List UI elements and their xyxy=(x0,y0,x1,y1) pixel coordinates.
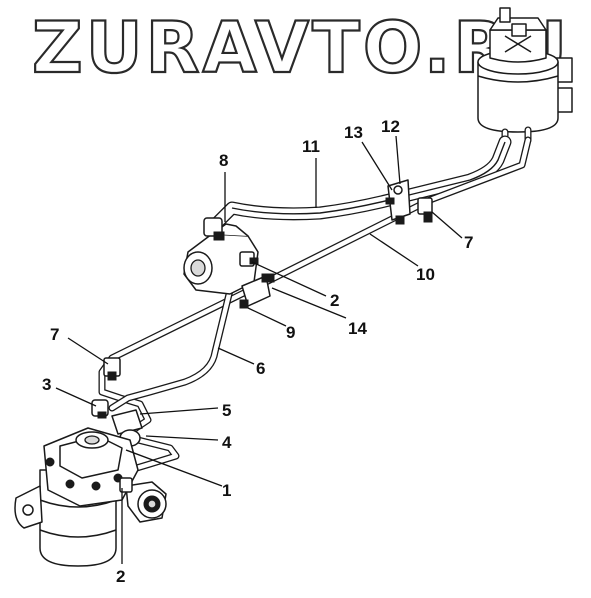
feed-pipe xyxy=(126,436,180,474)
callout-6: 6 xyxy=(256,359,265,378)
pipe-fitting-right xyxy=(417,197,433,223)
callout-7-left: 7 xyxy=(50,325,59,344)
callout-12: 12 xyxy=(381,117,400,136)
leader-lines xyxy=(55,135,463,564)
callout-14: 14 xyxy=(348,319,367,338)
pressure-pipe xyxy=(108,278,236,412)
watermark-text: ZURAVTO.RU xyxy=(32,7,570,89)
callout-labels: 8 11 13 12 7 10 2 14 9 7 6 3 5 4 1 2 xyxy=(42,117,473,586)
callout-9: 9 xyxy=(286,323,295,342)
callout-13: 13 xyxy=(344,123,363,142)
callout-8: 8 xyxy=(219,151,228,170)
callout-2-pump: 2 xyxy=(330,291,339,310)
callout-2-gear: 2 xyxy=(116,567,125,586)
clamp-bracket xyxy=(385,179,411,225)
steering-pump xyxy=(183,217,259,295)
return-pipe xyxy=(98,136,532,436)
callout-7-right: 7 xyxy=(464,233,473,252)
callout-10: 10 xyxy=(416,265,435,284)
reservoir xyxy=(477,7,573,146)
pipe-clamp-middle xyxy=(239,273,275,309)
pipe-fitting-left xyxy=(103,357,121,381)
suction-hose xyxy=(211,135,512,229)
pipe-fittings-gear xyxy=(91,399,143,447)
callout-3: 3 xyxy=(42,375,51,394)
steering-gear xyxy=(14,427,167,567)
callout-11: 11 xyxy=(302,137,320,156)
callout-1: 1 xyxy=(222,481,231,500)
callout-4: 4 xyxy=(222,433,232,452)
callout-5: 5 xyxy=(222,401,231,420)
